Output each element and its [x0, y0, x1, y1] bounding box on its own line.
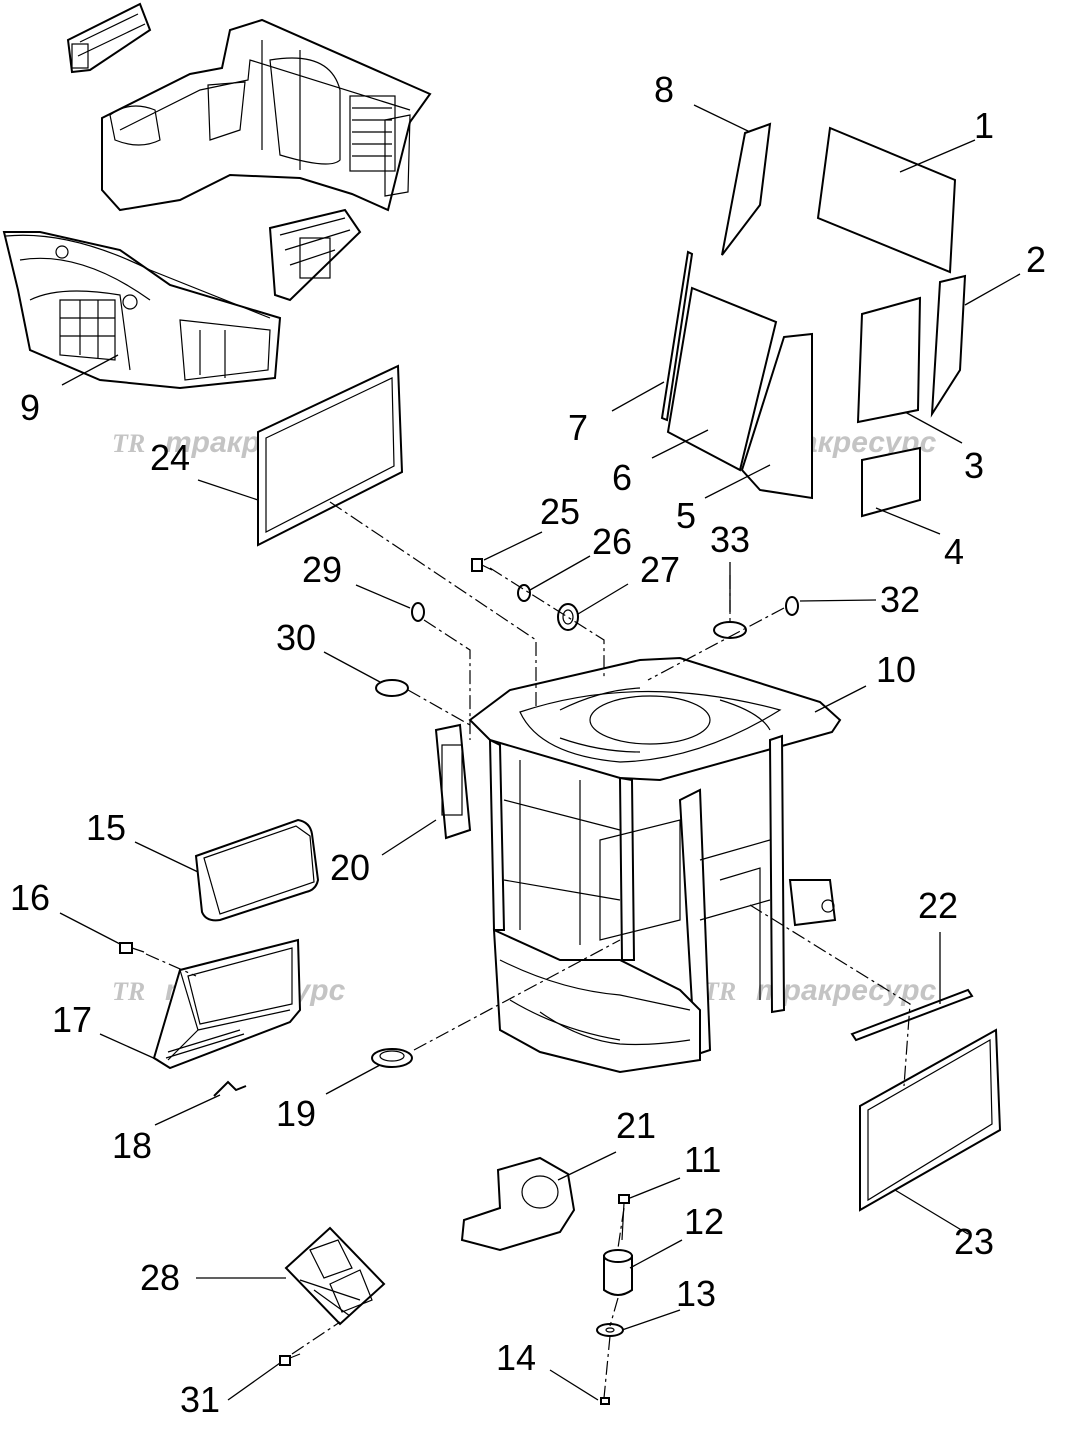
- callout-9: 9: [20, 387, 40, 428]
- callout-25: 25: [540, 491, 580, 532]
- callout-31: 31: [180, 1379, 220, 1420]
- callout-30: 30: [276, 617, 316, 658]
- callout-13: 13: [676, 1273, 716, 1314]
- callout-4: 4: [944, 531, 964, 572]
- part-washer-26: [517, 584, 531, 602]
- callout-5: 5: [676, 495, 696, 536]
- callout-8: 8: [654, 69, 674, 110]
- callout-7: 7: [568, 407, 588, 448]
- part-glass-3: [856, 296, 922, 424]
- part-screw-31: [279, 1353, 301, 1366]
- callout-1: 1: [974, 105, 994, 146]
- part-gasket-15: [194, 818, 320, 922]
- callout-14: 14: [496, 1337, 536, 1378]
- part-seal-strip-22: [850, 988, 974, 1042]
- part-bracket-21: [460, 1156, 576, 1252]
- part-rear-trim-panel: [101, 18, 432, 212]
- callout-16: 16: [10, 877, 50, 918]
- part-glass-6: [666, 286, 778, 472]
- part-nut-14: [600, 1397, 610, 1405]
- part-bolt-25: [471, 558, 493, 572]
- part-cab-frame: [434, 656, 842, 1074]
- callout-17: 17: [52, 999, 92, 1040]
- part-cap-33: [713, 621, 747, 639]
- callout-29: 29: [302, 549, 342, 590]
- part-glass-7: [660, 250, 694, 422]
- part-glass-5: [740, 332, 813, 500]
- part-screw-16: [119, 942, 145, 954]
- callout-labels: 1 2 3 4 5 6 7 8 9 10 11 12 13 14 15 16 1…: [10, 69, 1046, 1420]
- part-glass-24: [257, 364, 404, 547]
- callout-24: 24: [150, 437, 190, 478]
- part-vent-housing-17: [152, 938, 302, 1070]
- callout-33: 33: [710, 519, 750, 560]
- part-glass-2: [930, 274, 967, 418]
- callout-11: 11: [684, 1139, 721, 1180]
- callout-12: 12: [684, 1201, 724, 1242]
- callout-27: 27: [640, 549, 680, 590]
- callout-20: 20: [330, 847, 370, 888]
- assembly-lines: [145, 501, 911, 1399]
- callout-26: 26: [592, 521, 632, 562]
- part-plate-28: [284, 1226, 386, 1326]
- callout-28: 28: [140, 1257, 180, 1298]
- part-floor-console: [2, 231, 282, 390]
- callout-22: 22: [918, 885, 958, 926]
- callout-3: 3: [964, 445, 984, 486]
- part-glass-23: [859, 1028, 1002, 1212]
- part-small-bracket-top: [66, 2, 152, 74]
- watermark-logo: TR: [112, 977, 145, 1006]
- part-small-bracket-mid: [268, 208, 362, 302]
- callout-32: 32: [880, 579, 920, 620]
- callout-21: 21: [616, 1105, 656, 1146]
- leader-lines: [59, 104, 1021, 1401]
- part-cap-30: [375, 679, 409, 697]
- part-plug-32: [785, 596, 799, 616]
- callout-6: 6: [612, 457, 632, 498]
- callout-19: 19: [276, 1093, 316, 1134]
- callout-10: 10: [876, 649, 916, 690]
- watermark-4: TR тракресурс: [703, 974, 937, 1007]
- part-grommet-19: [371, 1048, 413, 1068]
- callout-2: 2: [1026, 239, 1046, 280]
- part-plug-29: [411, 602, 425, 622]
- part-isolator-12: [603, 1249, 633, 1296]
- callout-18: 18: [112, 1125, 152, 1166]
- part-glass-4: [861, 446, 921, 518]
- part-glass-8: [721, 122, 772, 256]
- watermark-logo: TR: [112, 429, 145, 458]
- part-clip-18: [213, 1080, 247, 1097]
- callout-23: 23: [954, 1221, 994, 1262]
- part-grommet-27: [557, 603, 579, 631]
- callout-15: 15: [86, 807, 126, 848]
- part-glass-1: [816, 126, 957, 274]
